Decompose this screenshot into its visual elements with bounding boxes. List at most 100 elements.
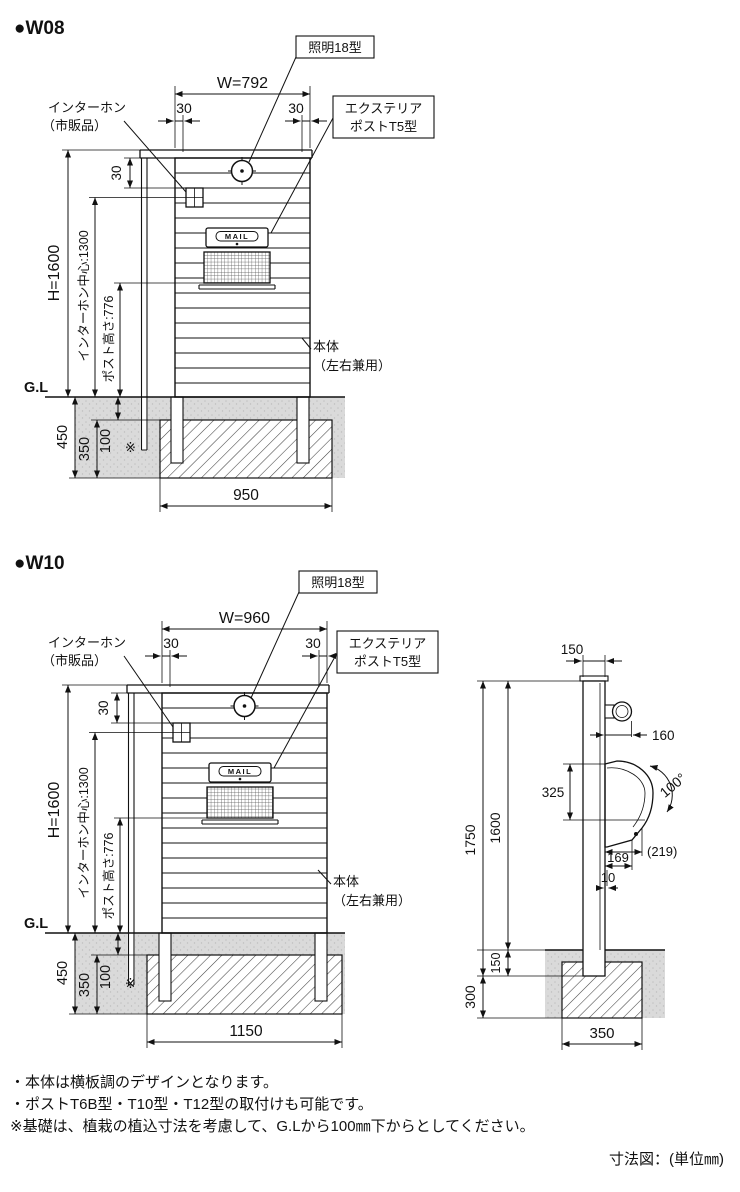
w10-mailbox: MAIL — [201, 762, 279, 825]
note-line-3: ※基礎は、植栽の植込寸法を考慮して、G.Lから100㎜下からとしてください。 — [10, 1118, 535, 1135]
side-box-span-label: 325 — [542, 785, 565, 800]
side-light-icon — [611, 701, 633, 722]
side-mailbox-profile — [604, 760, 654, 848]
w10-intercom-callout-line2: （市販品） — [42, 653, 107, 668]
side-pole-width-label: 150 — [561, 642, 584, 657]
w08-light — [228, 157, 256, 185]
w08-mail-lock-icon — [235, 242, 239, 246]
w10-depth-350-label: 350 — [77, 973, 93, 997]
w10-thin-pole — [127, 693, 135, 986]
w08-note-mark: ※ — [125, 440, 136, 455]
w10-right-post-underground — [314, 932, 328, 1002]
w10-pole-underground — [127, 933, 135, 985]
side-light — [604, 701, 633, 722]
side-dim-10-label: 10 — [601, 870, 615, 885]
w10-intercom-callout-line1: インターホン — [48, 635, 126, 650]
side-structure — [579, 675, 674, 977]
w08-offset-top-label: 30 — [109, 165, 124, 180]
side-pole — [582, 680, 606, 977]
w10-post-callout-line2: ポストT5型 — [354, 654, 421, 669]
w08-structure: MAIL — [139, 149, 313, 451]
w08-mailbox: MAIL — [198, 227, 276, 290]
w10-post-height-label: ポスト高さ:776 — [101, 833, 116, 920]
w10-post-callout-box — [336, 630, 439, 674]
side-open-angle-arc — [649, 765, 674, 813]
w08-intercom-callout-line2: （市販品） — [42, 118, 107, 133]
w08-post-height-label: ポスト高さ:776 — [101, 296, 116, 383]
w08-pole-underground — [140, 397, 148, 450]
w10-mail-label: MAIL — [228, 767, 252, 776]
w08-margin-right-label: 30 — [288, 100, 304, 116]
w10-section-label: ●W10 — [14, 553, 65, 574]
w10-mail-basket — [206, 786, 274, 819]
w08-top-cap — [139, 149, 313, 159]
w08-right-post-underground — [296, 396, 310, 464]
w10-light — [230, 692, 259, 720]
side-light-inner — [615, 705, 629, 718]
note-line-2: ・ポストT6B型・T10型・T12型の取付けも可能です。 — [10, 1096, 373, 1113]
w08-footing-width-label: 950 — [233, 487, 259, 504]
w10-left-post-underground — [158, 932, 172, 1002]
side-below-300-label: 300 — [462, 985, 478, 1009]
w08-body-callout-line1: 本体 — [313, 339, 339, 354]
w10-mail-plate — [208, 762, 272, 783]
side-dim-169-label: 169 — [607, 850, 629, 865]
w08-intercom — [185, 187, 204, 208]
w08-mail-tray — [198, 284, 276, 290]
w08-light-callout-box — [295, 35, 375, 59]
w10-intercom-center-label: インターホン中心:1300 — [76, 767, 91, 898]
w10-footing-width-label: 1150 — [229, 1023, 263, 1040]
w08-light-callout-label: 照明18型 — [308, 40, 361, 55]
w08-mail-label: MAIL — [225, 232, 249, 241]
w10-margin-right-label: 30 — [305, 635, 321, 651]
w08-body-callout-line2: （左右兼用） — [313, 358, 391, 373]
w08-drawing: ●W08 MAIL — [14, 18, 435, 512]
w10-gl-label: G.L — [24, 916, 48, 932]
side-embed-150-label: 150 — [489, 953, 503, 974]
side-mailbox — [604, 760, 654, 848]
w10-body-callout-line1: 本体 — [333, 874, 359, 889]
w10-depth-450-label: 450 — [55, 961, 71, 985]
side-pole-cap — [579, 675, 609, 682]
w10-width-dim-label: W=960 — [219, 610, 270, 627]
drawing-canvas: ●W08 MAIL — [14, 18, 689, 1050]
footer-unit-label: 寸法図：(単位㎜) — [609, 1151, 724, 1168]
w08-margin-left-label: 30 — [176, 100, 192, 116]
w08-mail-pill — [215, 231, 259, 242]
w10-intercom — [172, 722, 191, 743]
w10-note-mark: ※ — [125, 976, 136, 991]
w10-drawing: ●W10 MAIL — [14, 553, 439, 1048]
w08-intercom-callout-line1: インターホン — [48, 100, 126, 115]
w08-gl-label: G.L — [24, 380, 48, 396]
w08-intercom-center-label: インターホン中心:1300 — [76, 230, 91, 361]
w08-depth-100-label: 100 — [98, 429, 114, 453]
side-footing-width-label: 350 — [589, 1025, 614, 1042]
w10-mail-pill — [218, 766, 262, 777]
side-mailbox-knob — [634, 832, 638, 836]
w10-mail-lock-icon — [238, 777, 242, 781]
side-total-height-label: 1750 — [462, 824, 478, 855]
w10-light-callout-label: 照明18型 — [311, 575, 364, 590]
w10-callouts: 照明18型 エクステリア ポストT5型 インターホン （市販品） 本体 （左右兼… — [42, 570, 439, 908]
w08-post-callout-box — [332, 95, 435, 139]
w08-thin-pole — [140, 158, 148, 451]
notes: ・本体は横板調のデザインとなります。 ・ポストT6B型・T10型・T12型の取付… — [10, 1072, 535, 1138]
w08-width-dim-label: W=792 — [217, 75, 268, 92]
w10-foundation — [146, 954, 343, 1015]
w08-section-label: ●W08 — [14, 18, 65, 39]
w10-post-callout-line1: エクステリア — [349, 636, 427, 651]
w10-margin-left-label: 30 — [163, 635, 179, 651]
w10-offset-top-label: 30 — [96, 700, 111, 715]
w10-light-callout-box — [298, 570, 378, 594]
w08-mail-plate — [205, 227, 269, 248]
side-dim-219-label: (219) — [647, 844, 677, 859]
w10-mail-tray — [201, 819, 279, 825]
w08-dimensions: W=792 30 30 30 H=1600 インターホン中心:1300 ポスト高… — [24, 75, 333, 512]
w08-depth-350-label: 350 — [77, 437, 93, 461]
w08-depth-450-label: 450 — [55, 425, 71, 449]
w10-body-callout-line2: （左右兼用） — [333, 893, 411, 908]
w08-callouts: 照明18型 エクステリア ポストT5型 インターホン （市販品） 本体 （左右兼… — [42, 35, 435, 373]
w10-dimensions: W=960 30 30 30 H=1600 インターホン中心:1300 ポスト高… — [24, 610, 344, 1048]
w10-height-dim-label: H=1600 — [46, 782, 63, 839]
